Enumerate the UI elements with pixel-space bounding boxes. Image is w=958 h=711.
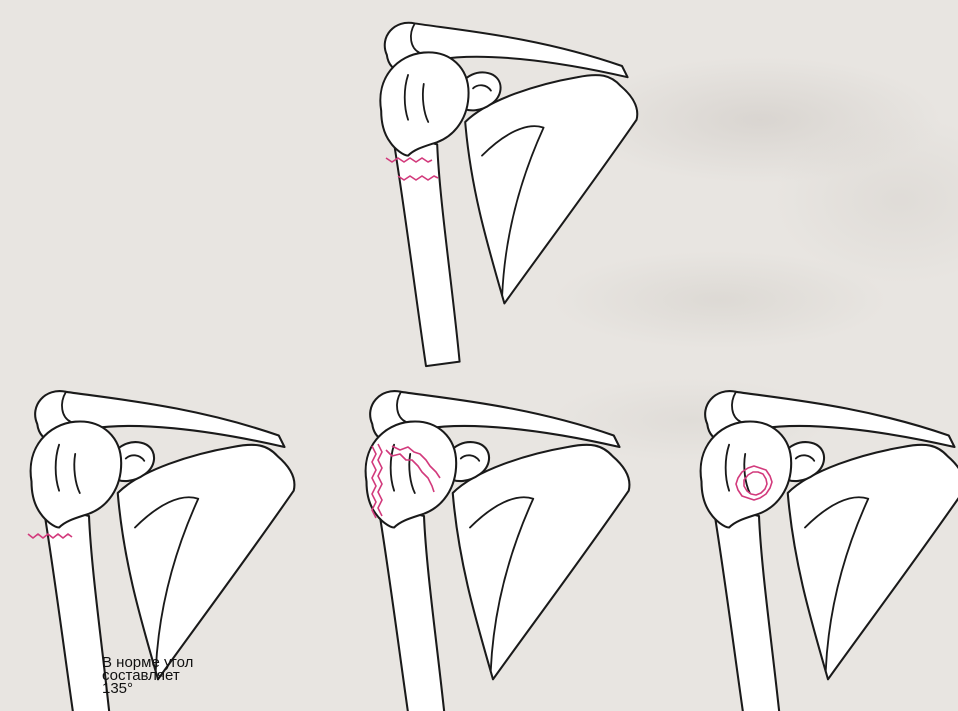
shoulder-bones <box>701 391 958 711</box>
shoulder-bones <box>366 391 630 711</box>
bottom-middle-panel <box>366 391 630 711</box>
angle-caption: В норме угол составляет 135° <box>102 656 252 695</box>
shoulder-bones <box>380 23 637 366</box>
top-panel <box>380 23 637 366</box>
bottom-right-panel <box>701 391 958 711</box>
